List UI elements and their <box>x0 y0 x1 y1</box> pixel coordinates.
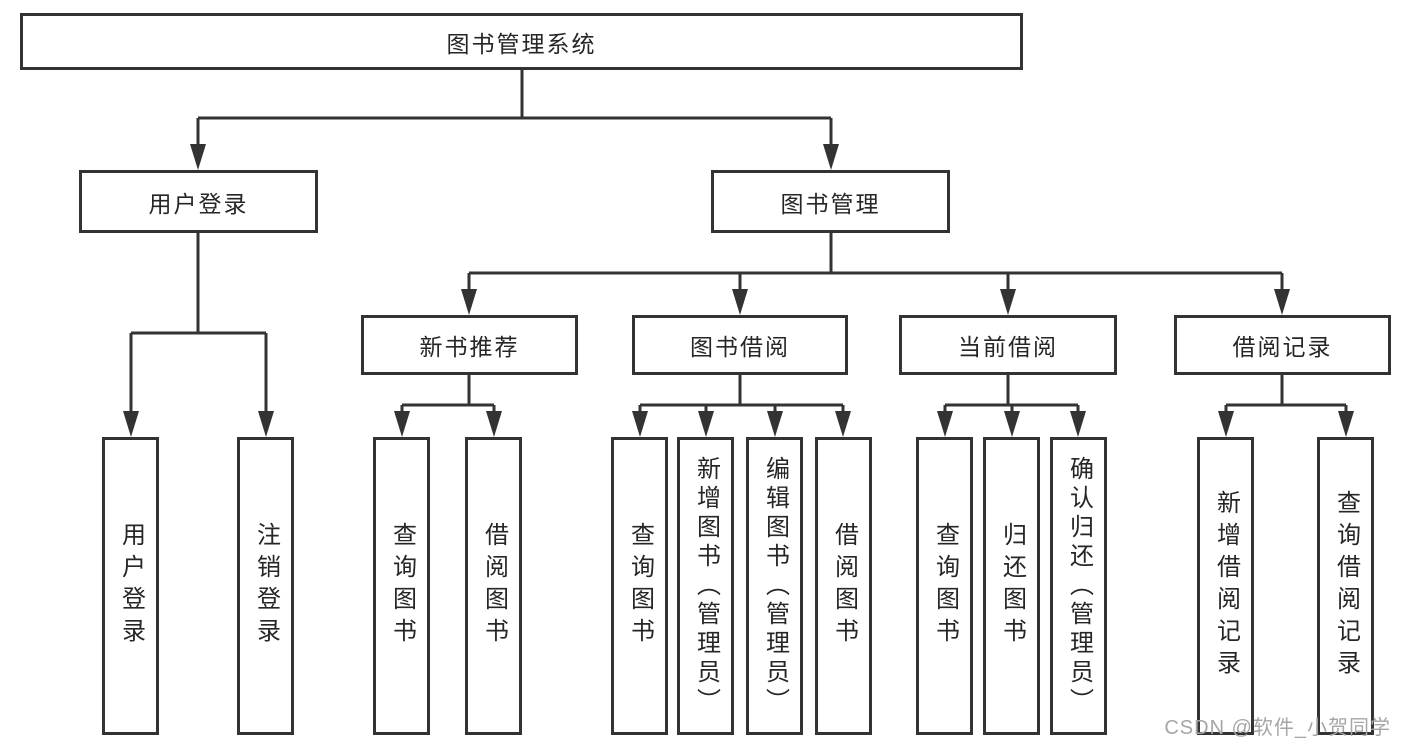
leaf-label: 借阅图书 <box>480 522 508 650</box>
leaf-label: 查询图书 <box>626 522 654 650</box>
arrowhead-icon <box>461 289 477 315</box>
node-library-management-system: 图书管理系统 <box>20 13 1023 70</box>
leaf-logout: 注销登录 <box>237 437 294 735</box>
leaf-borrow-book: 借阅图书 <box>815 437 872 735</box>
arrowhead-icon <box>1070 411 1086 437</box>
arrowhead-icon <box>486 411 502 437</box>
leaf-label: 用户登录 <box>117 522 145 650</box>
leaf-add-book-admin: 新增图书（管理员） <box>677 437 734 735</box>
arrowhead-icon <box>1338 411 1354 437</box>
leaf-confirm-return-admin: 确认归还（管理员） <box>1050 437 1107 735</box>
arrowhead-icon <box>632 411 648 437</box>
leaf-label: 确认归还（管理员） <box>1065 455 1093 717</box>
leaf-edit-book-admin: 编辑图书（管理员） <box>746 437 803 735</box>
arrowhead-icon <box>1218 411 1234 437</box>
arrowhead-icon <box>698 411 714 437</box>
arrowhead-icon <box>1274 289 1290 315</box>
node-new-book-recommend: 新书推荐 <box>361 315 578 375</box>
arrowhead-icon <box>190 144 206 170</box>
arrowhead-icon <box>1000 289 1016 315</box>
arrowhead-icon <box>394 411 410 437</box>
node-borrow-records: 借阅记录 <box>1174 315 1391 375</box>
leaf-label: 查询图书 <box>931 522 959 650</box>
arrowhead-icon <box>1004 411 1020 437</box>
arrowhead-icon <box>835 411 851 437</box>
leaf-user-login: 用户登录 <box>102 437 159 735</box>
leaf-return-book: 归还图书 <box>983 437 1040 735</box>
node-user-login: 用户登录 <box>79 170 318 233</box>
leaf-label: 查询借阅记录 <box>1332 490 1360 682</box>
arrowhead-icon <box>937 411 953 437</box>
leaf-label: 新增借阅记录 <box>1212 490 1240 682</box>
leaf-query-borrow-record: 查询借阅记录 <box>1317 437 1374 735</box>
leaf-label: 编辑图书（管理员） <box>761 455 789 717</box>
node-current-borrow: 当前借阅 <box>899 315 1117 375</box>
leaf-label: 归还图书 <box>998 522 1026 650</box>
leaf-label: 注销登录 <box>252 522 280 650</box>
leaf-label: 查询图书 <box>388 522 416 650</box>
arrowhead-icon <box>258 411 274 437</box>
leaf-add-borrow-record: 新增借阅记录 <box>1197 437 1254 735</box>
leaf-query-book-recommend: 查询图书 <box>373 437 430 735</box>
leaf-query-book-borrow: 查询图书 <box>611 437 668 735</box>
leaf-label: 新增图书（管理员） <box>692 455 720 717</box>
node-book-management: 图书管理 <box>711 170 950 233</box>
arrowhead-icon <box>123 411 139 437</box>
arrowhead-icon <box>767 411 783 437</box>
leaf-borrow-book-recommend: 借阅图书 <box>465 437 522 735</box>
leaf-label: 借阅图书 <box>830 522 858 650</box>
csdn-watermark: CSDN @软件_小贺同学 <box>1164 717 1391 739</box>
leaf-query-book-current: 查询图书 <box>916 437 973 735</box>
node-book-borrow: 图书借阅 <box>632 315 848 375</box>
arrowhead-icon <box>823 144 839 170</box>
arrowhead-icon <box>732 289 748 315</box>
